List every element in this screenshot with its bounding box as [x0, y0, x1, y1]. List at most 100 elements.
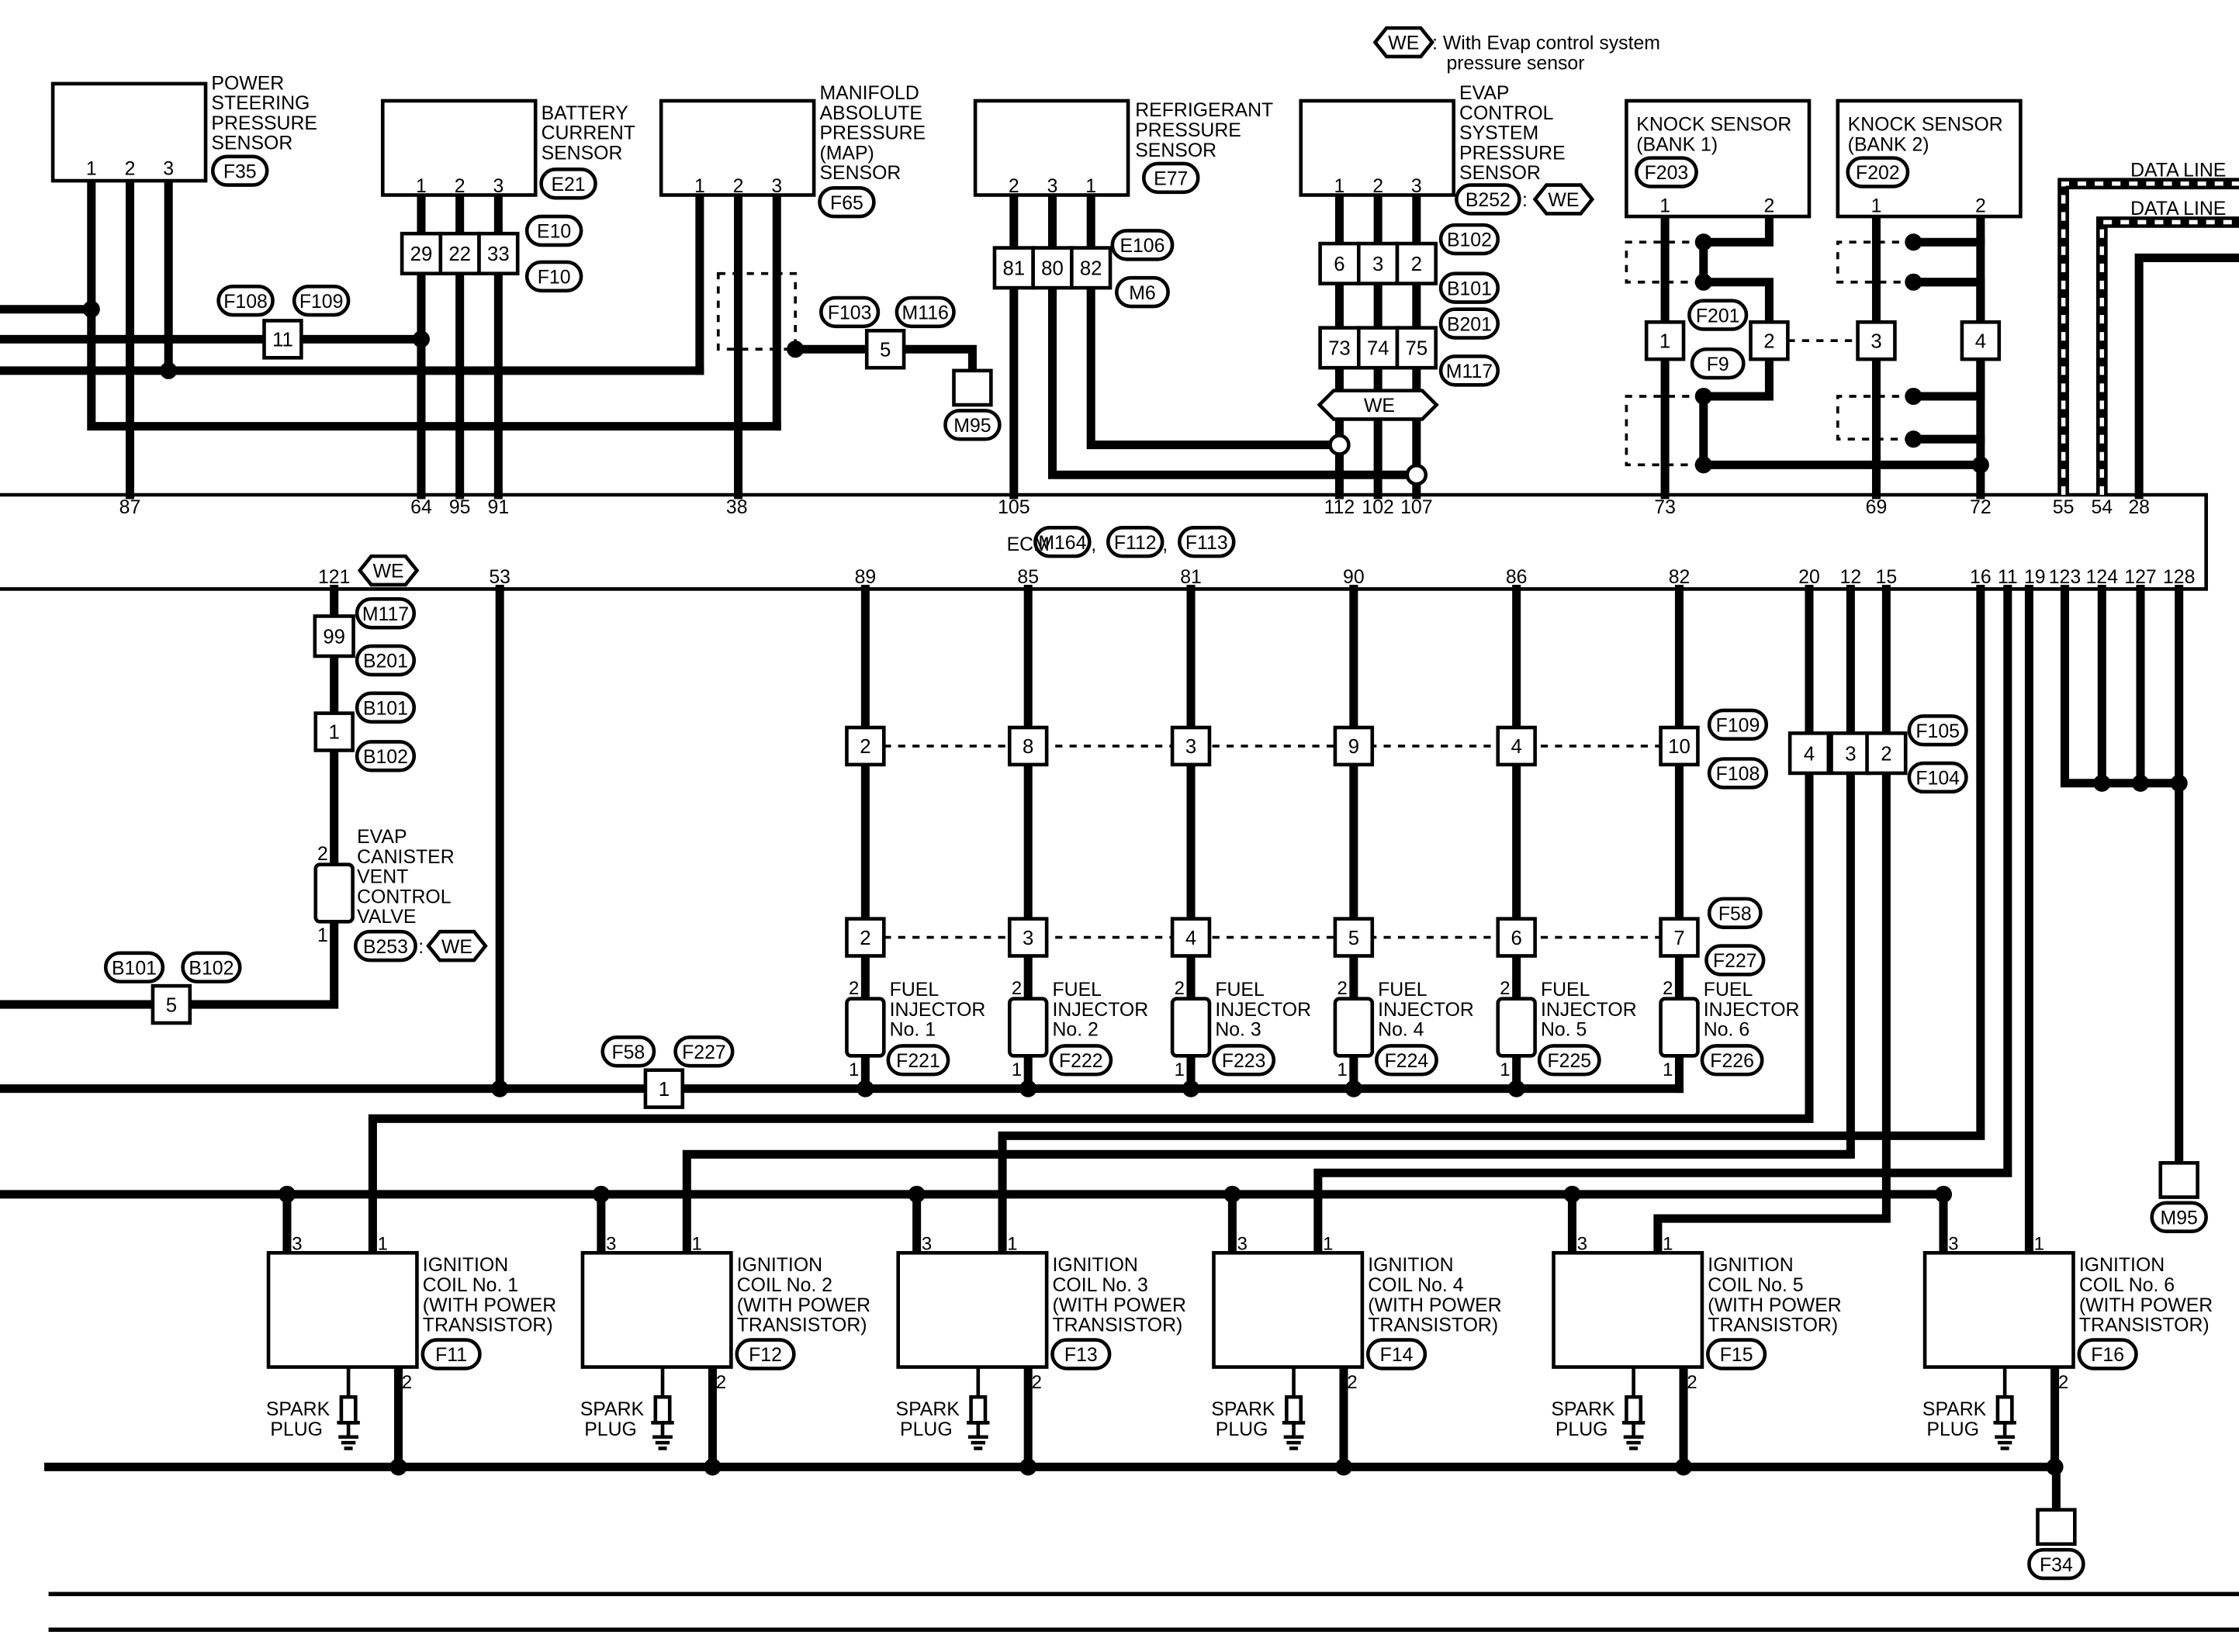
spark-plug-ground — [1993, 1421, 2016, 1450]
connector-id: B102 — [1447, 230, 1492, 251]
knock2-label-line: (BANK 2) — [1848, 134, 1929, 155]
evap-valve-connector — [353, 929, 417, 963]
ecm-pin-bottom: 11 — [1998, 567, 2018, 588]
pin-label: 2 — [1764, 196, 1775, 217]
ps-sensor-connector — [210, 154, 269, 187]
pin-label: 3 — [606, 1234, 616, 1255]
b101-tag — [1438, 271, 1500, 304]
cavity-number: 3 — [1185, 736, 1196, 758]
ecm-pin-bottom: 128 — [2163, 567, 2195, 588]
fuel-injector-solenoid — [1170, 997, 1212, 1058]
ecm-pin-top: 38 — [726, 497, 748, 518]
spark-plug-label: PLUG — [900, 1419, 953, 1440]
cavity-number: 80 — [1041, 258, 1064, 280]
injector-connector — [1049, 1044, 1113, 1077]
connector-id: B253 — [363, 937, 408, 958]
evap-sensor-we-tag — [1532, 183, 1595, 216]
knock-cavity — [1749, 320, 1790, 361]
ecm-pin-top: 112 — [1324, 497, 1355, 518]
map-sensor-label-line: MANIFOLD — [819, 83, 919, 104]
spark-plug-ground — [337, 1421, 360, 1450]
map-sensor-label-line: PRESSURE — [819, 123, 926, 144]
ecm-pin-bottom: 127 — [2124, 567, 2156, 588]
splice-dot — [491, 1080, 509, 1097]
cavity-number: 1 — [1659, 330, 1670, 352]
pin-label: 1 — [1500, 1059, 1510, 1080]
cavity-number: 3 — [1845, 743, 1856, 765]
connector-id: M116 — [902, 303, 949, 324]
battery-sensor-connector — [539, 168, 597, 200]
connector-id: F203 — [1645, 163, 1689, 184]
ecm-label: ECM — [1007, 534, 1050, 555]
spark-plug-label: SPARK — [896, 1399, 960, 1420]
splice-dot — [1223, 1185, 1241, 1203]
injector-connector — [1700, 1044, 1764, 1077]
ground-symbol — [2158, 1161, 2199, 1199]
pin-label: 1 — [694, 176, 705, 197]
wire — [1909, 212, 1985, 247]
fuel-injector-solenoid — [845, 997, 886, 1058]
b102-tag — [1438, 223, 1500, 256]
spark-plug-ground — [967, 1421, 990, 1450]
f227-tag — [1704, 944, 1766, 976]
cavity-number: 73 — [1328, 338, 1351, 360]
ignition-coil-housing — [896, 1251, 1049, 1369]
e10-tag — [524, 214, 583, 247]
splice-dot — [1934, 1185, 1953, 1203]
connector-id: F103 — [828, 303, 872, 324]
cavity-number: 33 — [487, 244, 510, 265]
ecm-pin-bottom: 85 — [1017, 567, 1039, 588]
ecm-pin-top: 107 — [1400, 497, 1432, 518]
connector-id: F224 — [1385, 1051, 1429, 1072]
wire — [87, 176, 781, 431]
evap-lower-cavity — [1395, 326, 1438, 370]
battery-sensor-label-line: CURRENT — [542, 123, 635, 144]
wire — [0, 584, 339, 1009]
splice-dot — [2093, 774, 2111, 792]
f10-tag — [524, 260, 583, 293]
splice-dot — [2170, 774, 2188, 792]
cavity-number: 4 — [1804, 743, 1815, 765]
pin-label: 2 — [1687, 1372, 1697, 1393]
pin-label: 2 — [455, 176, 465, 197]
splice-dot — [1334, 1458, 1353, 1476]
injector-label-line: No. 1 — [890, 1020, 936, 1041]
b101-tag — [355, 691, 417, 724]
ps-sensor-label-line: POWER — [211, 73, 284, 94]
pin-label: 3 — [1047, 176, 1058, 197]
injector-connector — [886, 1044, 950, 1077]
evap-valve-label-line: EVAP — [357, 827, 407, 848]
pin-label: 2 — [1347, 1372, 1357, 1393]
cavity-number: 5 — [880, 339, 891, 361]
coil-connector — [420, 1338, 482, 1370]
f109-tag — [1707, 708, 1769, 741]
injector-label-line: No. 5 — [1541, 1020, 1587, 1041]
splice-dot — [592, 1185, 610, 1203]
wire — [2060, 584, 2184, 788]
spark-plug-label: SPARK — [1551, 1399, 1615, 1420]
connector-id: F58 — [1718, 904, 1752, 924]
connector-id: M117 — [362, 604, 409, 625]
pin-label: 3 — [493, 176, 504, 197]
connector-id: F12 — [749, 1345, 782, 1366]
connector-id: F223 — [1222, 1051, 1266, 1072]
ecm-pin-bottom: 89 — [855, 567, 877, 588]
pin-label: 3 — [163, 159, 174, 180]
cavity-number: 2 — [860, 736, 870, 758]
b102-tag — [355, 740, 417, 772]
map-sensor-connector — [818, 185, 876, 219]
evap-we-text: WE — [1364, 396, 1395, 416]
connector-id: F14 — [1380, 1345, 1414, 1366]
ecm-pin-bottom: 20 — [1798, 567, 1820, 588]
evap-sensor-label-line: PRESSURE — [1459, 143, 1566, 164]
injector-label-line: No. 3 — [1215, 1020, 1261, 1041]
cavity-number: 99 — [323, 626, 345, 648]
injector-lower-cavity — [1170, 917, 1212, 958]
injector-label-line: No. 6 — [1704, 1020, 1749, 1041]
connector-id: F201 — [1696, 306, 1740, 327]
m117-b201-cavity — [313, 614, 355, 658]
connector-id: E10 — [537, 222, 571, 243]
ecm-pin-bottom: 90 — [1343, 567, 1365, 588]
splice-dot — [1507, 1080, 1525, 1097]
coil-label-line: COIL No. 1 — [423, 1275, 518, 1296]
